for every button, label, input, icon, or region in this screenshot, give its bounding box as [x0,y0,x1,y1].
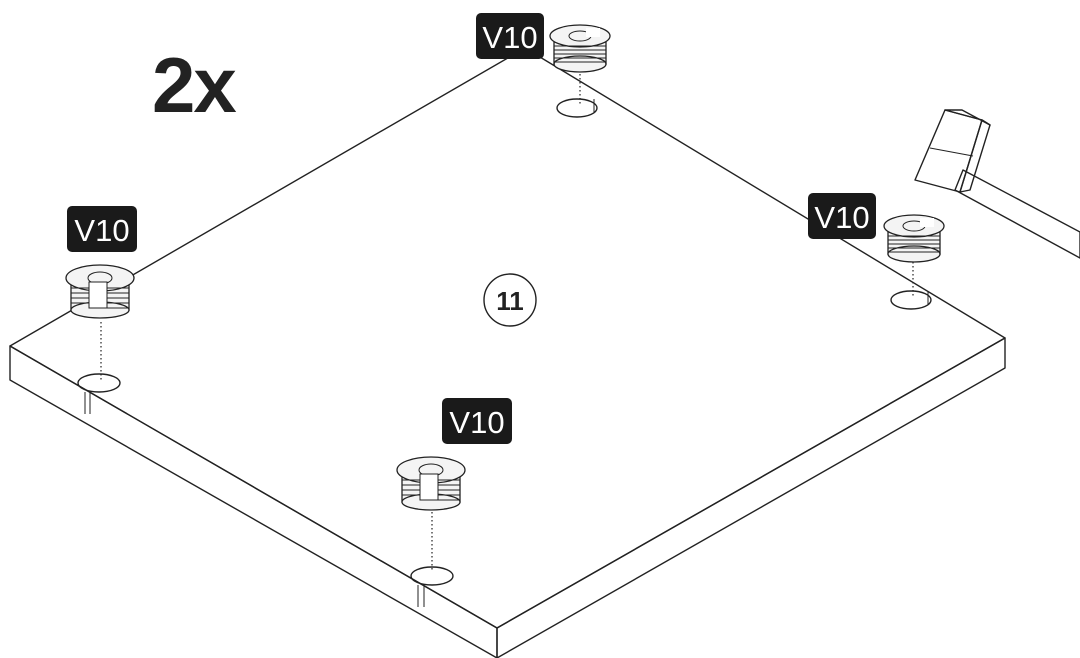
fitting-label-left: V10 [67,206,137,252]
part-number-badge: 11 [483,273,537,327]
cam-fitting-icon [396,456,466,511]
fitting-label-bottom: V10 [442,398,512,444]
fitting-label-right: V10 [808,193,876,239]
cam-fitting-icon [549,24,611,73]
fitting-label-text: V10 [449,405,504,440]
part-number: 11 [496,286,524,316]
fitting-label-text: V10 [482,20,537,55]
board-panel [9,47,1006,658]
quantity-label: 2x [152,41,236,129]
fitting-label-top: V10 [476,13,544,59]
cam-fitting-icon [883,214,945,263]
fitting-label-text: V10 [74,213,129,248]
hole-top [556,98,598,118]
hole-right [890,290,932,310]
hole-bottom [410,566,454,607]
hammer-icon [914,109,1080,259]
hole-left [77,373,121,414]
cam-fitting-icon [65,264,135,319]
fitting-label-text: V10 [814,200,869,235]
